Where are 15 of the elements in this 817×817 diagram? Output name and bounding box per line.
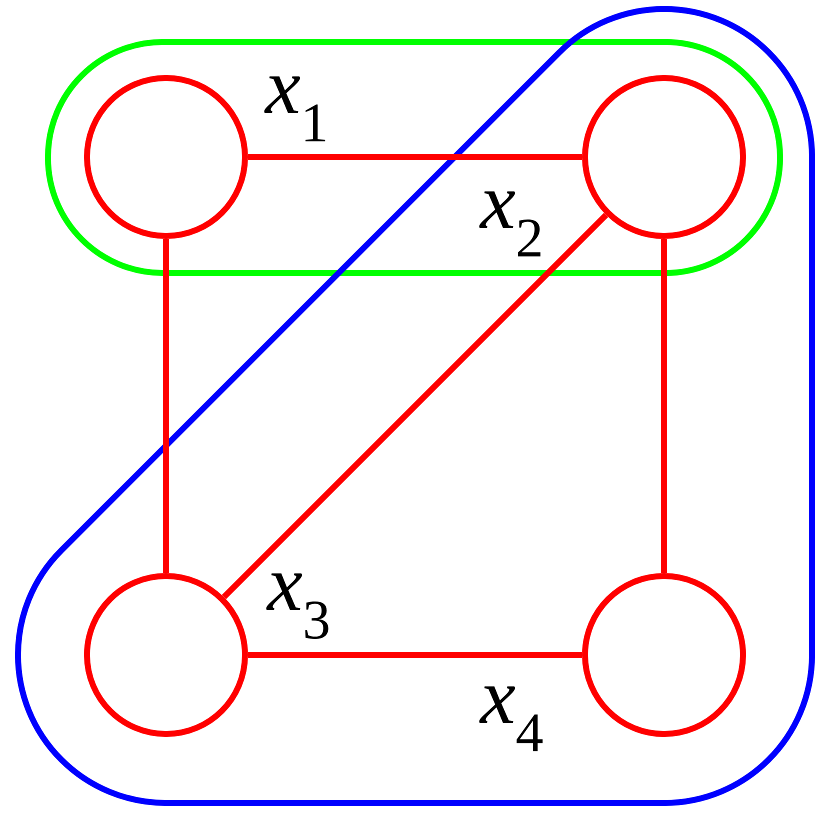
vertex-label: x$_{2}$ <box>479 191 540 256</box>
graph-edge <box>248 652 582 658</box>
graph-edge <box>163 239 169 573</box>
hyperedge-outline <box>45 39 784 276</box>
vertex-circle <box>84 75 248 239</box>
vertex-circle <box>582 573 746 737</box>
graph-edge <box>248 154 582 160</box>
vertex-label: x$_{3}$ <box>266 573 328 639</box>
graph-edge <box>222 212 608 600</box>
vertex-circle <box>582 75 746 239</box>
graph-edge <box>661 239 667 573</box>
vertex-label: x$_{4}$ <box>479 686 543 752</box>
vertex-label: x$_{1}$ <box>264 76 326 142</box>
hyperedge-outline <box>15 6 815 806</box>
vertex-circle <box>84 573 248 737</box>
